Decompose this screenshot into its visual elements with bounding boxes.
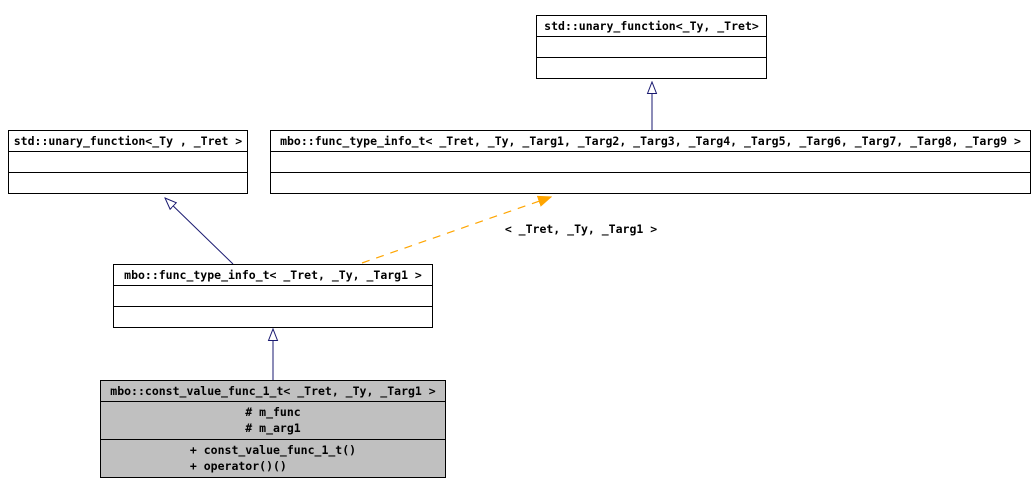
methods-compartment: + const_value_func_1_t() + operator()() — [101, 439, 445, 477]
methods-compartment — [9, 172, 247, 193]
class-title: mbo::func_type_info_t< _Tret, _Ty, _Targ… — [124, 268, 422, 282]
class-node-std-unary-function-top[interactable]: std::unary_function<_Ty, _Tret> — [536, 15, 767, 79]
class-title: mbo::const_value_func_1_t< _Tret, _Ty, _… — [110, 384, 436, 398]
class-node-const-value-func-1-t[interactable]: mbo::const_value_func_1_t< _Tret, _Ty, _… — [100, 380, 446, 478]
class-node-func-type-info-full[interactable]: mbo::func_type_info_t< _Tret, _Ty, _Targ… — [270, 130, 1031, 194]
methods-compartment — [271, 172, 1030, 193]
method-constructor: + const_value_func_1_t() — [189, 443, 357, 457]
template-args-label: < _Tret, _Ty, _Targ1 > — [504, 222, 658, 236]
attribute-m-arg1: # m_arg1 — [245, 421, 301, 435]
attributes-compartment — [537, 36, 766, 57]
attributes-compartment: # m_func # m_arg1 — [101, 401, 445, 439]
method-operator-call: + operator()() — [189, 459, 287, 473]
class-node-func-type-info-targ1[interactable]: mbo::func_type_info_t< _Tret, _Ty, _Targ… — [113, 264, 433, 328]
methods-compartment — [537, 57, 766, 78]
class-node-std-unary-function-left[interactable]: std::unary_function<_Ty , _Tret > — [8, 130, 248, 194]
class-title: std::unary_function<_Ty, _Tret> — [544, 19, 759, 33]
class-title: std::unary_function<_Ty , _Tret > — [13, 134, 243, 148]
attributes-compartment — [114, 285, 432, 306]
class-title: mbo::func_type_info_t< _Tret, _Ty, _Targ… — [280, 134, 1021, 148]
attribute-m-func: # m_func — [245, 405, 301, 419]
attributes-compartment — [9, 151, 247, 172]
attributes-compartment — [271, 151, 1030, 172]
methods-compartment — [114, 306, 432, 327]
inheritance-edge-functypeinfo1-to-unaryfunction-left — [165, 198, 234, 265]
